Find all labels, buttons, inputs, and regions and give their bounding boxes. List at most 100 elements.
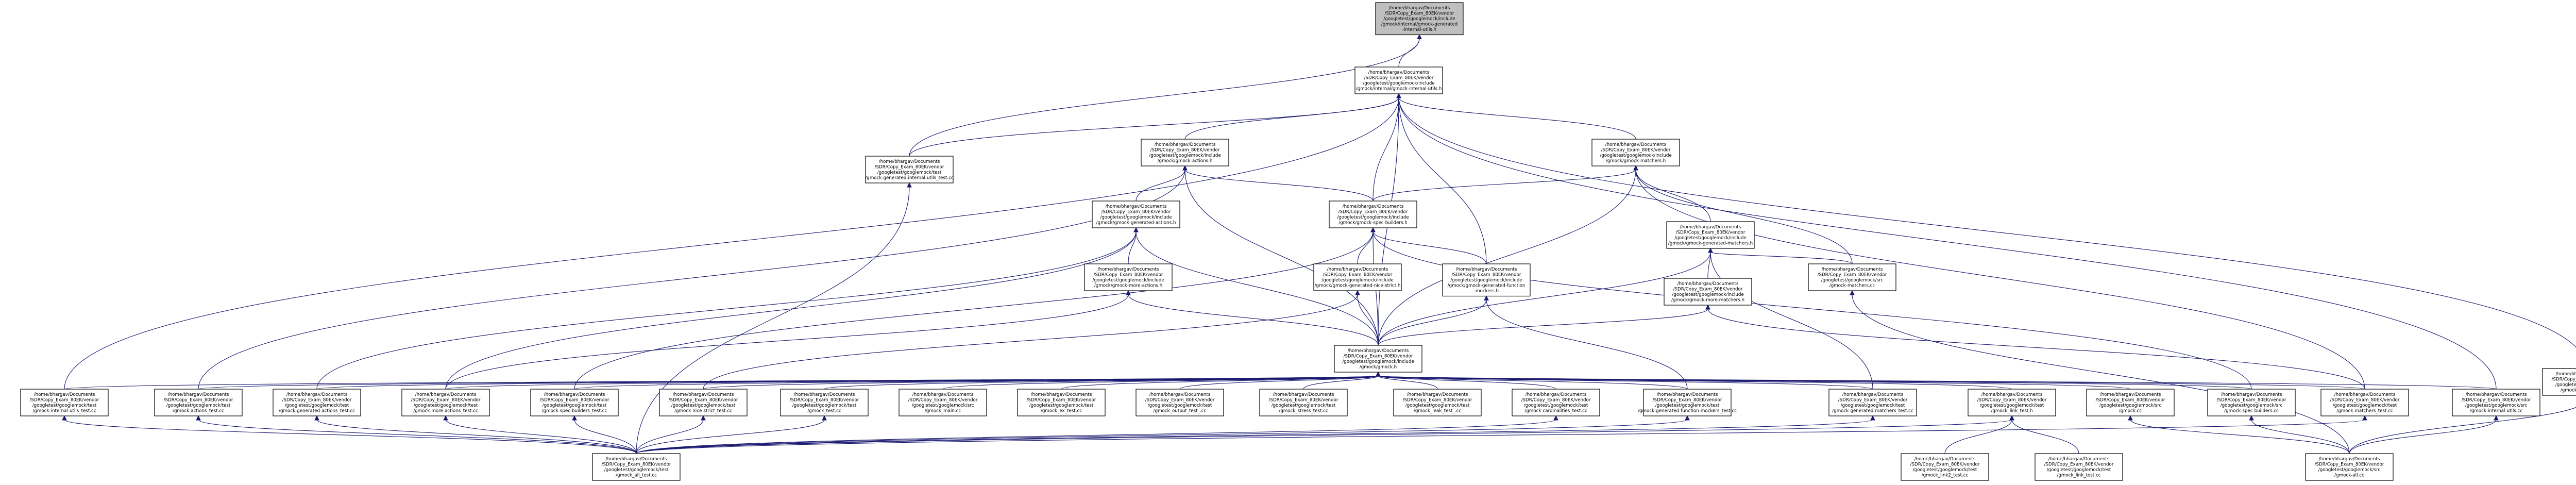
graph-node[interactable]: /home/bhargav/Documents/SDR/Copy_Exam_80…: [273, 389, 361, 416]
graph-node[interactable]: /home/bhargav/Documents/SDR/Copy_Exam_80…: [2207, 389, 2296, 416]
node-label-line: /SDR/Copy_Exam_80EK/vendor: [1838, 398, 1908, 403]
node-label-line: /gmock-internal-utils.cc: [2470, 409, 2522, 414]
graph-node[interactable]: /home/bhargav/Documents/SDR/Copy_Exam_80…: [1334, 345, 1422, 373]
graph-node[interactable]: /home/bhargav/Documents/SDR/Copy_Exam_80…: [2452, 389, 2540, 416]
graph-node[interactable]: /home/bhargav/Documents/SDR/Copy_Exam_80…: [1968, 389, 2056, 416]
node-label-line: /SDR/Copy_Exam_80EK/vendor: [1601, 148, 1671, 153]
graph-node[interactable]: /home/bhargav/Documents/SDR/Copy_Exam_80…: [1259, 389, 1348, 416]
node-label-line: /home/bhargav/Documents: [2048, 457, 2110, 462]
graph-node[interactable]: /home/bhargav/Documents/SDR/Copy_Exam_80…: [592, 453, 681, 481]
node-label-line: /SDR/Copy_Exam_80EK/vendor: [1521, 398, 1591, 403]
node-label-line: /googletest/googlemock/include: [1100, 215, 1172, 220]
node-label-line: /SDR/Copy_Exam_80EK/vendor: [2552, 377, 2576, 382]
dependency-edge: [574, 231, 1374, 390]
dependency-edge: [2349, 407, 2576, 454]
node-label-line: /home/bhargav/Documents: [1149, 392, 1211, 397]
dependency-edge: [636, 419, 1873, 454]
node-label-line: /SDR/Copy_Exam_80EK/vendor: [1385, 11, 1454, 16]
node-label-line: /home/bhargav/Documents: [1822, 267, 1883, 272]
dependency-edge: [1378, 299, 1487, 346]
node-label-line: /gmock/gmock-more-matchers.h: [1671, 298, 1744, 303]
edge-arrowhead: [701, 415, 706, 421]
graph-node[interactable]: /home/bhargav/Documents/SDR/Copy_Exam_80…: [1591, 139, 1680, 166]
dependency-edge: [198, 375, 1379, 390]
node-label-line: /googletest/googlemock/test: [671, 403, 736, 408]
graph-node[interactable]: /home/bhargav/Documents/SDR/Copy_Exam_80…: [1017, 389, 1106, 416]
graph-node[interactable]: /home/bhargav/Documents/SDR/Copy_Exam_80…: [401, 389, 490, 416]
node-box: [530, 389, 619, 416]
graph-node[interactable]: /home/bhargav/Documents/SDR/Copy_Exam_80…: [2035, 453, 2123, 481]
dependency-edge: [1179, 375, 1379, 390]
graph-node[interactable]: /home/bhargav/Documents/SDR/Copy_Exam_80…: [1084, 263, 1173, 291]
node-label-line: /SDR/Copy_Exam_80EK/vendor: [1145, 398, 1215, 403]
graph-node[interactable]: /home/bhargav/Documents/SDR/Copy_Exam_80…: [1901, 453, 1989, 481]
node-box: [2207, 389, 2296, 416]
node-label-line: /SDR/Copy_Exam_80EK/vendor: [2462, 398, 2531, 403]
node-label-line: /googletest/googlemock/include: [1600, 153, 1671, 158]
node-label-line: /home/bhargav/Documents: [1106, 204, 1167, 209]
graph-node[interactable]: /home/bhargav/Documents/SDR/Copy_Exam_80…: [2542, 368, 2576, 396]
node-label-line: /gmock-generated-actions_test.cc: [279, 409, 355, 414]
graph-node[interactable]: /home/bhargav/Documents/SDR/Copy_Exam_80…: [2305, 453, 2394, 481]
graph-node[interactable]: /home/bhargav/Documents/SDR/Copy_Exam_80…: [1808, 263, 1896, 291]
node-label-line: /SDR/Copy_Exam_80EK/vendor: [2096, 398, 2165, 403]
dependency-edge: [1944, 419, 2012, 454]
graph-node[interactable]: /home/bhargav/Documents/SDR/Copy_Exam_80…: [1512, 389, 1600, 416]
edge-arrowhead: [1376, 371, 1381, 377]
node-label-line: /googletest/googlemock/test: [285, 403, 349, 408]
graph-node[interactable]: /home/bhargav/Documents/SDR/Copy_Exam_80…: [1393, 389, 1482, 416]
graph-node[interactable]: /home/bhargav/Documents/SDR/Copy_Exam_80…: [659, 389, 748, 416]
graph-node[interactable]: /home/bhargav/Documents/SDR/Copy_Exam_80…: [1828, 389, 1917, 416]
graph-node[interactable]: /home/bhargav/Documents/SDR/Copy_Exam_80…: [2320, 389, 2409, 416]
graph-node[interactable]: /home/bhargav/Documents/SDR/Copy_Exam_80…: [2086, 389, 2175, 416]
node-label-line: /SDR/Copy_Exam_80EK/vendor: [1676, 230, 1745, 236]
node-label-line: /home/bhargav/Documents: [415, 392, 477, 397]
graph-node[interactable]: /home/bhargav/Documents/SDR/Copy_Exam_80…: [1329, 200, 1417, 228]
node-label-line: /home/bhargav/Documents: [2466, 392, 2527, 397]
node-label-line: /googletest/googlemock/test: [604, 467, 669, 473]
graph-node[interactable]: /home/bhargav/Documents/SDR/Copy_Exam_80…: [1442, 263, 1531, 297]
dependency-edge: [1378, 169, 1636, 346]
edge-arrowhead: [62, 415, 67, 421]
node-box: [1141, 139, 1229, 166]
graph-node[interactable]: /home/bhargav/Documents/SDR/Copy_Exam_80…: [1375, 2, 1464, 36]
graph-node[interactable]: /home/bhargav/Documents/SDR/Copy_Exam_80…: [1666, 221, 1755, 249]
node-layer: /home/bhargav/Documents/SDR/Copy_Exam_80…: [20, 2, 2576, 481]
dependency-edge: [1710, 252, 1853, 264]
graph-node[interactable]: /home/bhargav/Documents/SDR/Copy_Exam_80…: [20, 389, 109, 416]
node-label-line: /SDR/Copy_Exam_80EK/vendor: [669, 398, 738, 403]
node-label-line: /SDR/Copy_Exam_80EK/vendor: [1269, 398, 1338, 403]
graph-node[interactable]: /home/bhargav/Documents/SDR/Copy_Exam_80…: [530, 389, 619, 416]
node-label-line: /googletest/googlemock/test: [1524, 403, 1588, 408]
graph-node[interactable]: /home/bhargav/Documents/SDR/Copy_Exam_80…: [865, 156, 954, 183]
node-label-line: /home/bhargav/Documents: [1098, 267, 1159, 272]
node-label-line: /SDR/Copy_Exam_80EK/vendor: [790, 398, 859, 403]
graph-node[interactable]: /home/bhargav/Documents/SDR/Copy_Exam_80…: [1092, 200, 1180, 228]
graph-node[interactable]: /home/bhargav/Documents/SDR/Copy_Exam_80…: [1664, 278, 1752, 306]
node-label-line: /home/bhargav/Documents: [1368, 70, 1430, 75]
dependency-edge: [1398, 97, 2497, 390]
node-box: [1664, 278, 1752, 306]
dependency-edge: [1852, 294, 2350, 454]
node-label-line: /googletest/googlemock/test: [792, 403, 857, 408]
node-box: [1313, 263, 1402, 291]
graph-node[interactable]: /home/bhargav/Documents/SDR/Copy_Exam_80…: [154, 389, 243, 416]
graph-node[interactable]: /home/bhargav/Documents/SDR/Copy_Exam_80…: [1638, 389, 1737, 416]
edge-layer: [62, 34, 2576, 454]
graph-node[interactable]: /home/bhargav/Documents/SDR/Copy_Exam_80…: [899, 389, 987, 416]
node-label-line: /home/bhargav/Documents: [1389, 6, 1450, 11]
node-label-line: /home/bhargav/Documents: [1407, 392, 1468, 397]
edge-arrowhead: [822, 415, 827, 421]
node-label-line: /gmock_stress_test.cc: [1279, 409, 1328, 414]
node-label-line: /gmock-more-actions_test.cc: [413, 409, 478, 414]
graph-node[interactable]: /home/bhargav/Documents/SDR/Copy_Exam_80…: [1141, 139, 1229, 166]
node-box: [20, 389, 109, 416]
graph-node[interactable]: /home/bhargav/Documents/SDR/Copy_Exam_80…: [1313, 263, 1402, 291]
graph-node[interactable]: /home/bhargav/Documents/SDR/Copy_Exam_80…: [780, 389, 869, 416]
graph-node[interactable]: /home/bhargav/Documents/SDR/Copy_Exam_80…: [1354, 66, 1443, 94]
node-label-line: -mockers.h: [1474, 289, 1499, 294]
edge-arrowhead: [1126, 290, 1131, 295]
node-box: [1666, 221, 1755, 249]
node-label-line: /googletest/googlemock/include: [1383, 16, 1455, 22]
graph-node[interactable]: /home/bhargav/Documents/SDR/Copy_Exam_80…: [1136, 389, 1224, 416]
